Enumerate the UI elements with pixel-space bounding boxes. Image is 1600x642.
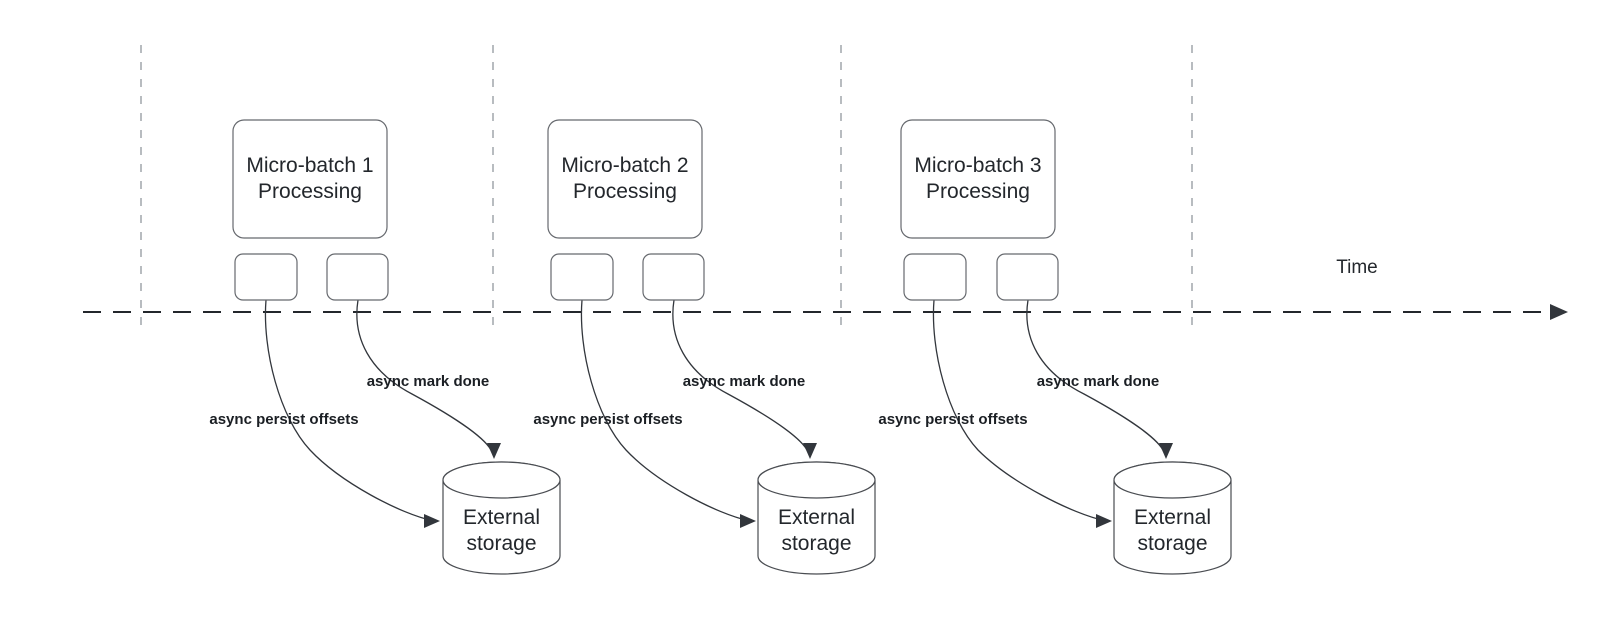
arrowhead-persist-offsets-micro-batch-1: [424, 514, 440, 528]
time-axis-label: Time: [1336, 257, 1378, 278]
arrowhead-mark-done-micro-batch-1: [487, 443, 501, 459]
batch-box-micro-batch-1[interactable]: [232, 119, 388, 239]
batch-label-line1-micro-batch-1: Micro-batch 1: [246, 154, 373, 177]
label-group: Time async persist offsets async mark done…: [209, 154, 1377, 555]
storage-label-line2-micro-batch-3: storage: [1137, 532, 1207, 555]
edge-label-mark-done-micro-batch-1: async mark done: [367, 373, 490, 390]
task-box-task-right-micro-batch-2[interactable]: [642, 253, 705, 301]
batch-label-line2-micro-batch-3: Processing: [926, 180, 1030, 203]
edge-label-persist-offsets-micro-batch-2: async persist offsets: [533, 411, 682, 428]
storage-cylinder-top-micro-batch-3: [1113, 461, 1232, 499]
arrowhead-persist-offsets-micro-batch-3: [1096, 514, 1112, 528]
edge-mark-done-micro-batch-3: [1026, 299, 1165, 453]
task-box-task-right-micro-batch-3[interactable]: [996, 253, 1059, 301]
storage-label-line2-micro-batch-2: storage: [781, 532, 851, 555]
batch-box-micro-batch-3[interactable]: [900, 119, 1056, 239]
storage-label-line1-micro-batch-1: External: [463, 506, 540, 529]
node-group: [232, 119, 1232, 575]
storage-cylinder-top-micro-batch-1: [442, 461, 561, 499]
task-box-task-left-micro-batch-3[interactable]: [903, 253, 967, 301]
edge-mark-done-micro-batch-2: [672, 299, 809, 453]
batch-label-line2-micro-batch-1: Processing: [258, 180, 362, 203]
arrowhead-persist-offsets-micro-batch-2: [740, 514, 756, 528]
storage-label-line2-micro-batch-1: storage: [466, 532, 536, 555]
batch-label-line1-micro-batch-3: Micro-batch 3: [914, 154, 1041, 177]
timeline-tick-group: [140, 45, 1193, 325]
edge-persist-offsets-micro-batch-2: [580, 299, 751, 522]
edge-label-mark-done-micro-batch-3: async mark done: [1037, 373, 1160, 390]
timeline-axis-group: [83, 304, 1568, 320]
flow-edge-group: [264, 299, 1173, 528]
storage-cylinder-top-micro-batch-2: [757, 461, 876, 499]
edge-persist-offsets-micro-batch-1: [264, 299, 435, 522]
batch-label-line1-micro-batch-2: Micro-batch 2: [561, 154, 688, 177]
storage-label-line1-micro-batch-2: External: [778, 506, 855, 529]
task-box-task-right-micro-batch-1[interactable]: [326, 253, 389, 301]
arrowhead-mark-done-micro-batch-3: [1159, 443, 1173, 459]
edge-label-mark-done-micro-batch-2: async mark done: [683, 373, 806, 390]
edge-label-persist-offsets-micro-batch-3: async persist offsets: [878, 411, 1027, 428]
task-box-task-left-micro-batch-1[interactable]: [234, 253, 298, 301]
task-box-task-left-micro-batch-2[interactable]: [550, 253, 614, 301]
storage-label-line1-micro-batch-3: External: [1134, 506, 1211, 529]
edge-mark-done-micro-batch-1: [356, 299, 493, 453]
batch-box-micro-batch-2[interactable]: [547, 119, 703, 239]
edge-persist-offsets-micro-batch-3: [932, 299, 1107, 522]
arrowhead-mark-done-micro-batch-2: [803, 443, 817, 459]
edge-label-persist-offsets-micro-batch-1: async persist offsets: [209, 411, 358, 428]
batch-label-line2-micro-batch-2: Processing: [573, 180, 677, 203]
time-axis-arrowhead: [1550, 304, 1568, 320]
